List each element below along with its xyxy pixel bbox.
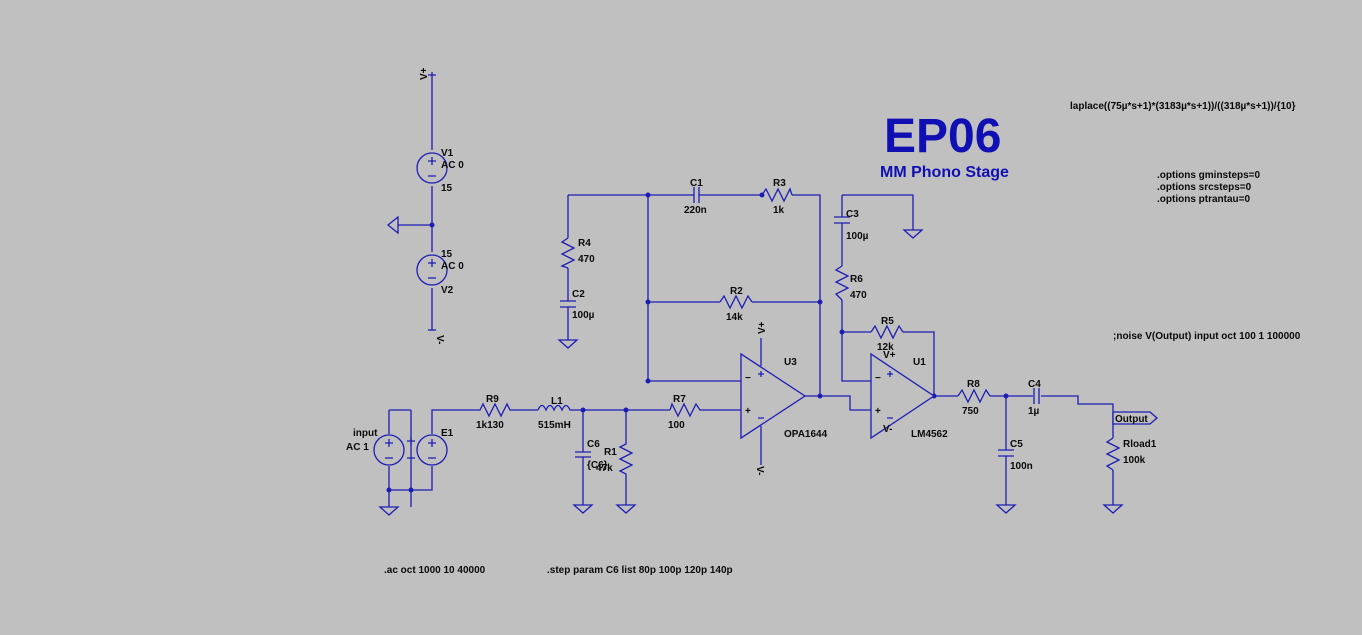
vplus-net-label: V+: [419, 67, 430, 80]
c4-value: 1µ: [1028, 406, 1040, 417]
u3-plus-pin-mark: +: [745, 406, 751, 417]
r5-value: 12k: [877, 342, 894, 353]
u3-feedback-wiring: [557, 192, 871, 411]
input-name: input: [353, 428, 378, 439]
power-supply: [386, 72, 436, 331]
r1-value: 47k: [596, 463, 613, 474]
r5-name: R5: [881, 316, 894, 327]
v1-name: V1: [441, 148, 454, 159]
r1-name: R1: [604, 447, 617, 458]
r9-value: 1k130: [476, 420, 504, 431]
u1-name: U1: [913, 357, 926, 368]
c4-capacitor[interactable]: [1033, 388, 1040, 404]
laplace-directive[interactable]: laplace((75µ*s+1)*(3183µ*s+1))/((318µ*s+…: [1070, 101, 1296, 112]
r7-name: R7: [673, 394, 686, 405]
l1-name: L1: [551, 396, 563, 407]
u1-vplus-label: V+: [883, 350, 896, 361]
r8-value: 750: [962, 406, 979, 417]
rload1-value: 100k: [1123, 455, 1146, 466]
u3-vminus-label: V-: [754, 466, 765, 475]
r2-value: 14k: [726, 312, 743, 323]
c6-value: {C6}: [587, 460, 608, 471]
input-source[interactable]: [373, 434, 405, 466]
u1-vminus-label: V-: [883, 424, 892, 435]
rload1-name: Rload1: [1123, 439, 1157, 450]
u1-minus-pin-mark: −: [875, 373, 881, 384]
r3-resistor[interactable]: [761, 187, 793, 203]
output-wiring: [934, 393, 1124, 514]
v2-source[interactable]: [416, 254, 448, 286]
c3-value: 100µ: [846, 231, 869, 242]
c1-capacitor[interactable]: [690, 187, 706, 203]
r5-resistor[interactable]: [870, 324, 904, 340]
e1-name: E1: [441, 428, 454, 439]
c6-name: C6: [587, 439, 600, 450]
output-net-label: Output: [1115, 414, 1148, 425]
v2-value: 15: [441, 249, 453, 260]
c1-name: C1: [690, 178, 703, 189]
step-directive[interactable]: .step param C6 list 80p 100p 120p 140p: [547, 565, 733, 576]
options-srcsteps-directive[interactable]: .options srcsteps=0: [1157, 182, 1252, 193]
r4-resistor[interactable]: [560, 237, 576, 269]
noise-directive[interactable]: ;noise V(Output) input oct 100 1 100000: [1113, 331, 1301, 342]
r1-resistor[interactable]: [618, 440, 634, 480]
vminus-net-label: V-: [434, 335, 445, 344]
rload1-resistor[interactable]: [1105, 437, 1121, 471]
l1-value: 515mH: [538, 420, 571, 431]
r6-value: 470: [850, 290, 867, 301]
r9-name: R9: [486, 394, 499, 405]
c6-r1-wiring: [572, 407, 670, 514]
options-gminsteps-directive[interactable]: .options gminsteps=0: [1157, 170, 1261, 181]
c4-name: C4: [1028, 379, 1041, 390]
ac-directive[interactable]: .ac oct 1000 10 40000: [384, 565, 486, 576]
output-net-flag[interactable]: [1112, 411, 1158, 425]
v1-value: 15: [441, 183, 453, 194]
u3-name: U3: [784, 357, 797, 368]
u3-minus-pin-mark: −: [745, 373, 751, 384]
r4-value: 470: [578, 254, 595, 265]
r9-resistor[interactable]: [476, 402, 538, 418]
options-ptrantau-directive[interactable]: .options ptrantau=0: [1157, 194, 1251, 205]
r8-resistor[interactable]: [957, 388, 991, 404]
e1-source[interactable]: [407, 434, 448, 466]
c2-capacitor[interactable]: [560, 298, 576, 310]
input-ac: AC 1: [346, 442, 369, 453]
v2-ac: AC 0: [441, 261, 464, 272]
u1-model: LM4562: [911, 429, 948, 440]
r7-resistor[interactable]: [669, 402, 741, 418]
u3-opamp[interactable]: [740, 338, 807, 465]
r3-name: R3: [773, 178, 786, 189]
u3-model: OPA1644: [784, 429, 828, 440]
r6-resistor[interactable]: [834, 265, 850, 301]
u1-plus-pin-mark: +: [875, 406, 881, 417]
r2-name: R2: [730, 286, 743, 297]
c6-capacitor[interactable]: [575, 446, 591, 462]
schematic-subtitle: MM Phono Stage: [880, 164, 1009, 181]
c5-capacitor[interactable]: [998, 449, 1014, 457]
c3-name: C3: [846, 209, 859, 220]
r4-name: R4: [578, 238, 591, 249]
r6-name: R6: [850, 274, 863, 285]
v1-ac: AC 0: [441, 160, 464, 171]
c3-capacitor[interactable]: [834, 214, 850, 226]
c2-value: 100µ: [572, 310, 595, 321]
r3-value: 1k: [773, 205, 785, 216]
r8-name: R8: [967, 379, 980, 390]
schematic-title: EP06: [884, 110, 1001, 163]
r2-resistor[interactable]: [719, 294, 753, 310]
c5-value: 100n: [1010, 461, 1033, 472]
c5-name: C5: [1010, 439, 1023, 450]
r7-value: 100: [668, 420, 685, 431]
c2-name: C2: [572, 289, 585, 300]
v1-source[interactable]: [416, 152, 448, 184]
u3-vplus-label: V+: [757, 321, 768, 334]
c1-value: 220n: [684, 205, 707, 216]
u1-opamp[interactable]: [870, 352, 936, 440]
v2-name: V2: [441, 285, 454, 296]
l1-inductor[interactable]: [537, 404, 583, 412]
